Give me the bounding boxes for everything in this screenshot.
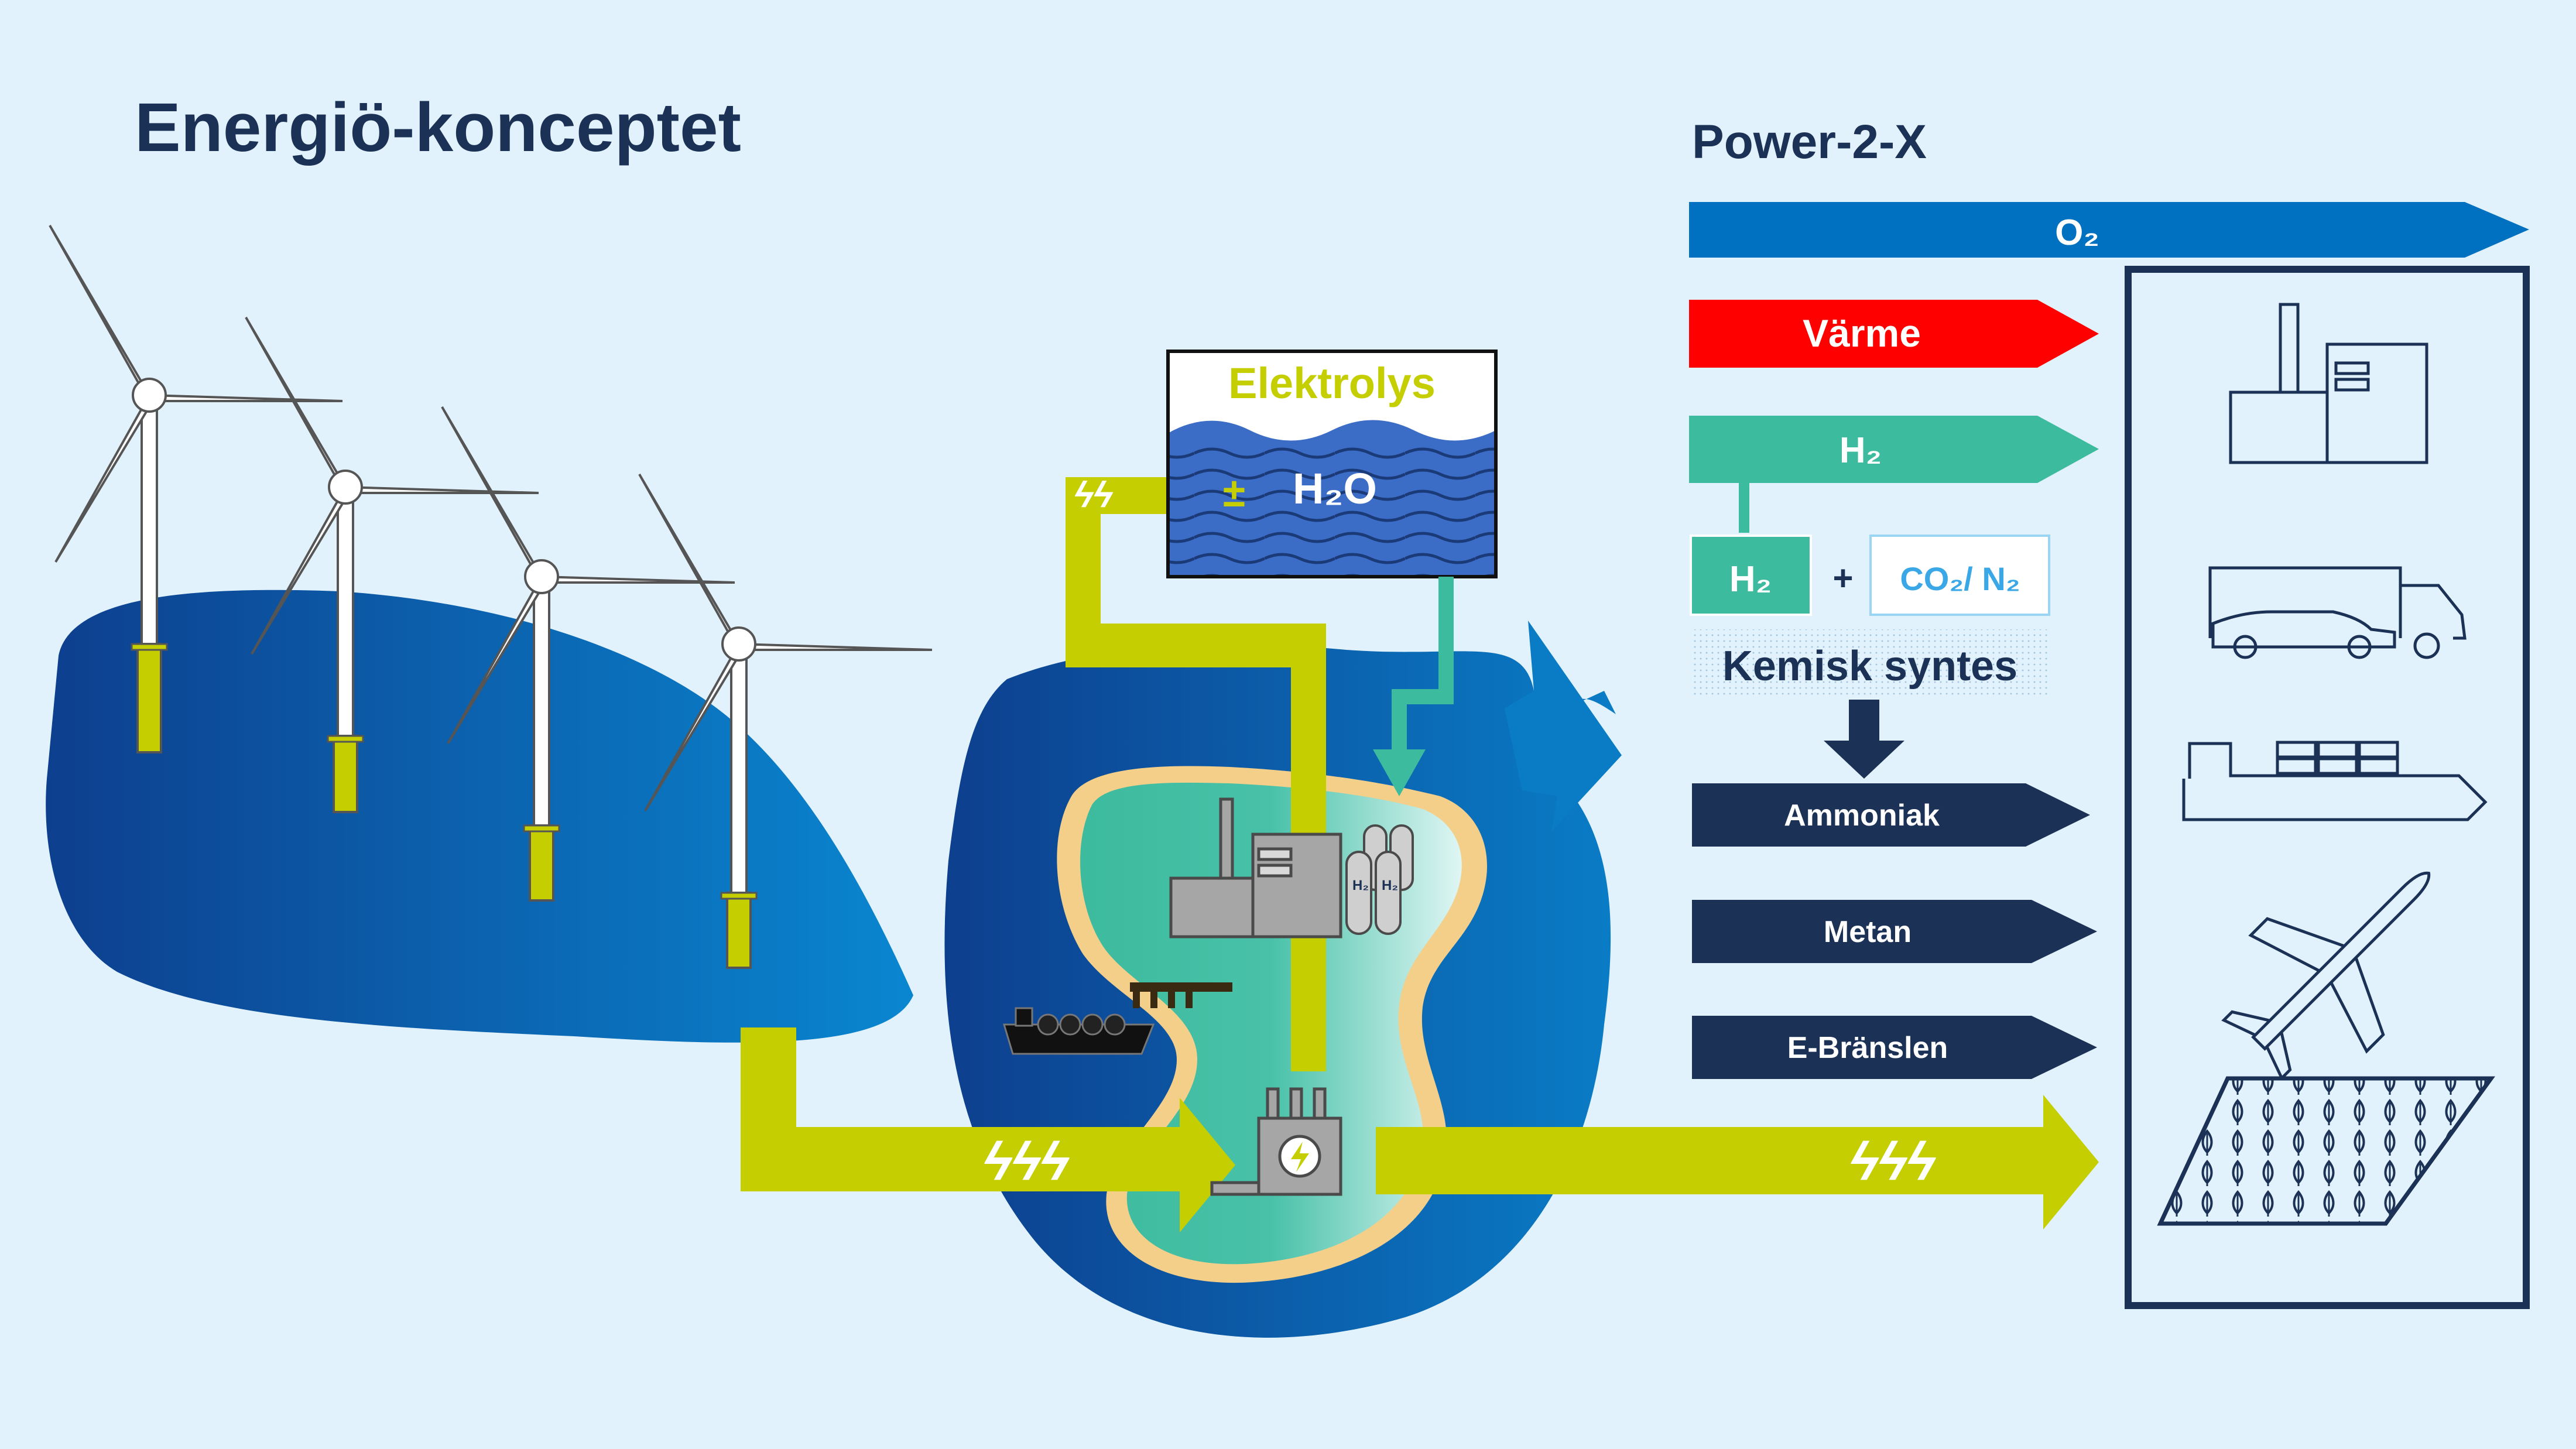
- power-glyph: ϟϟϟ: [1850, 1132, 1936, 1191]
- p2x-heading: Power-2-X: [1692, 115, 1927, 169]
- power-glyph-small: ϟϟ: [1074, 475, 1114, 515]
- synthesis-box: [1692, 629, 2048, 697]
- wind-turbine-icon: [245, 316, 539, 813]
- tank-label: H₂: [1382, 878, 1398, 893]
- transformer-icon: [1210, 1087, 1342, 1196]
- factory-icon: [2229, 303, 2428, 464]
- truck-car-icon: [2208, 566, 2467, 659]
- electrolysis-sign: ±: [1223, 470, 1245, 515]
- water-formula: H₂O: [1293, 464, 1377, 513]
- power-glyph: ϟϟϟ: [984, 1132, 1070, 1191]
- h2-connector: [1739, 483, 1749, 533]
- tanker-ship-icon: [1002, 1007, 1155, 1055]
- power-line-from-wind: [741, 1027, 1235, 1232]
- ship-icon: [2182, 741, 2488, 821]
- h2-arrow: [1689, 416, 2099, 483]
- product-arrow-1: [1692, 900, 2097, 963]
- wind-turbine-icon: [441, 406, 735, 902]
- page-title: Energiö-konceptet: [135, 89, 741, 166]
- product-arrow-0: [1692, 783, 2090, 847]
- applications-box: [2125, 266, 2530, 1309]
- jetty: [1130, 982, 1232, 1008]
- electrolysis-box: Elektrolys ± H₂O: [1166, 350, 1498, 578]
- plus-sign: +: [1832, 559, 1853, 598]
- product-label-ebranslen: E-Bränslen: [1787, 1031, 1948, 1065]
- synthesis-label: Kemisk syntes: [1722, 643, 2017, 690]
- h2-pipe: [1392, 577, 1454, 758]
- sea-arrow: [1505, 621, 1622, 831]
- hydrogen-tank-icon: [1345, 824, 1414, 935]
- down-arrow: [1824, 700, 1904, 779]
- h2-label: H₂: [1839, 430, 1882, 471]
- o2-label: O₂: [2055, 213, 2099, 253]
- power-line-to-electrolysis: [1066, 448, 1326, 1071]
- airplane-icon: [2221, 871, 2431, 1081]
- factory-icon: [1169, 797, 1342, 938]
- h2-box: [1690, 535, 1812, 616]
- product-label-metan: Metan: [1824, 915, 1912, 949]
- heat-arrow: [1689, 300, 2099, 368]
- product-arrow-2: [1692, 1016, 2097, 1079]
- electrolysis-label: Elektrolys: [1228, 359, 1436, 407]
- product-label-ammoniak: Ammoniak: [1784, 799, 1940, 833]
- wind-turbine-icon: [49, 224, 343, 753]
- power-line-to-p2x: [1376, 1095, 2099, 1229]
- power-glyphs-left: ϟϟϟ: [984, 1132, 1070, 1191]
- h2-box-label: H₂: [1729, 559, 1772, 600]
- wind-turbine-icon: [638, 473, 933, 969]
- tank-label: H₂: [1352, 878, 1369, 893]
- heat-label: Värme: [1803, 311, 1921, 355]
- o2-arrow: [1689, 202, 2529, 258]
- co2-box-label: CO₂/ N₂: [1900, 560, 2020, 597]
- wind-farm-sea: [46, 590, 914, 1043]
- co2-box: [1869, 535, 2050, 616]
- field-icon: [2157, 1076, 2495, 1226]
- h2-pipe-arrow: [1373, 749, 1426, 796]
